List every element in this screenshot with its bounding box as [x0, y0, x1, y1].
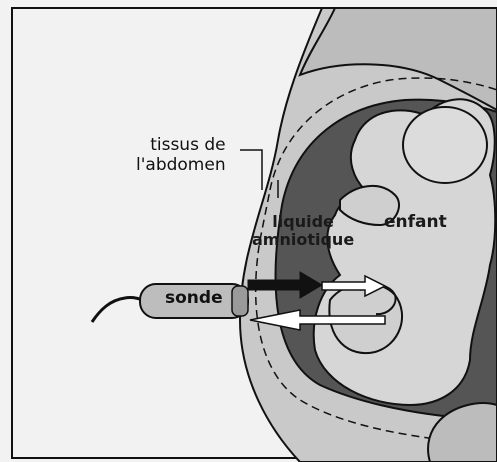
probe-cable: [92, 297, 145, 322]
tissus-leader-line: [240, 150, 262, 190]
label-enfant: enfant: [384, 213, 447, 233]
label-tissus-abdomen: tissus de l'abdomen: [136, 136, 226, 175]
probe-tip: [232, 286, 248, 316]
baby-head: [403, 107, 487, 183]
label-sonde: sonde: [165, 289, 223, 309]
label-tissus-line1: tissus de: [136, 136, 226, 156]
label-liquide-line1: liquide: [252, 213, 354, 231]
label-liquide-line2: amniotique: [252, 231, 354, 249]
label-tissus-line2: l'abdomen: [136, 156, 226, 176]
label-liquide-amniotique: liquide amniotique: [252, 213, 354, 250]
